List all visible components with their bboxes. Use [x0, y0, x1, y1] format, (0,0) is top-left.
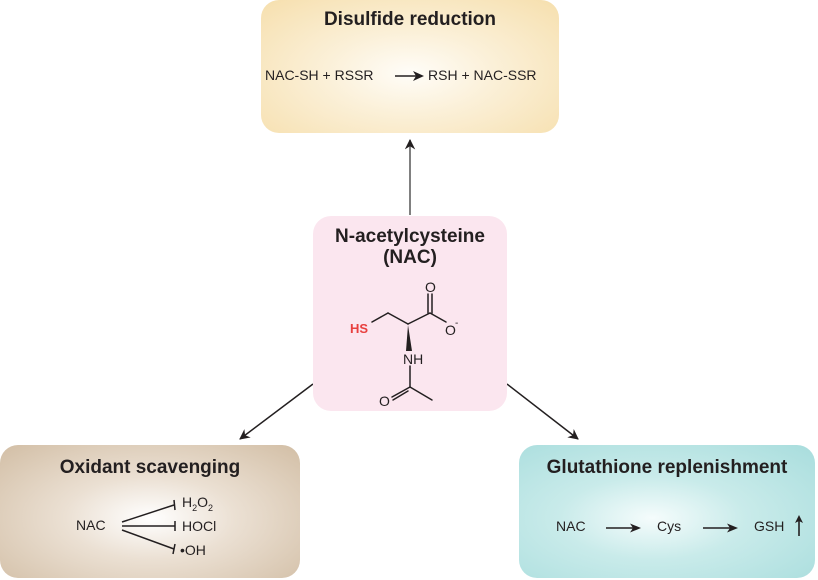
carboxylate-oxygen-label: O	[445, 322, 456, 338]
disulfide-reactants: NAC-SH + RSSR	[265, 67, 374, 83]
h2o2-h: H	[182, 494, 193, 510]
oxidant-scavenging-box: Oxidant scavenging NAC H2O2 HOCl •OH	[0, 445, 300, 578]
bond-ch2-calpha	[387, 312, 409, 325]
target-hocl: HOCl	[182, 518, 217, 534]
reaction-arrow-icon	[395, 71, 424, 81]
bond-cacyl-ch3	[409, 386, 433, 401]
increase-up-arrow-icon	[795, 515, 803, 536]
bond-cacyl-o-b	[392, 390, 409, 401]
bond-cacyl-o-a	[391, 386, 411, 398]
glutathione-replenishment-box: Glutathione replenishment NAC Cys GSH	[519, 445, 815, 578]
bond-s-ch2	[371, 312, 389, 323]
arrow-to-glutathione	[506, 383, 579, 440]
step-nac: NAC	[556, 518, 586, 534]
wedge-bond-calpha-n	[406, 325, 412, 351]
target-hydroxyl-radical: •OH	[180, 542, 206, 558]
inhibit-bar-h2o2	[173, 499, 176, 511]
nac-title-line1: N-acetylcysteine	[335, 226, 485, 247]
bond-c-ominus	[429, 312, 447, 323]
carboxylate-charge: -	[455, 318, 458, 329]
inhibit-line-h2o2	[121, 504, 175, 523]
step-gsh: GSH	[754, 518, 785, 534]
arrow-to-oxidant	[239, 383, 314, 440]
oxidant-title: Oxidant scavenging	[59, 457, 241, 478]
target-h2o2: H2O2	[182, 494, 213, 513]
disulfide-reduction-box: Disulfide reduction NAC-SH + RSSR RSH + …	[261, 0, 559, 133]
disulfide-products: RSH + NAC-SSR	[428, 67, 537, 83]
disulfide-title: Disulfide reduction	[323, 9, 497, 30]
thiol-label: HS	[350, 321, 368, 336]
h2o2-sub1: 2	[192, 502, 198, 513]
amide-nh-label: NH	[403, 351, 423, 367]
inhibition-lines	[121, 499, 176, 555]
nac-title: N-acetylcysteine (NAC)	[313, 226, 507, 268]
nac-title-line2: (NAC)	[383, 247, 437, 268]
h2o2-sub2: 2	[208, 502, 214, 513]
h2o2-o: O	[197, 494, 209, 510]
acetyl-oxygen-label: O	[379, 393, 390, 409]
glutathione-title: Glutathione replenishment	[546, 457, 788, 478]
step-cys: Cys	[657, 518, 682, 534]
bond-calpha-ccarboxyl	[407, 312, 431, 325]
oxidant-source-nac: NAC	[76, 517, 106, 533]
carbonyl-oxygen-label: O	[425, 279, 436, 295]
inhibit-bar-oh	[172, 543, 176, 555]
inhibit-line-oh	[121, 529, 175, 550]
step-arrow-icon-2	[703, 523, 738, 533]
step-arrow-icon-1	[606, 523, 641, 533]
